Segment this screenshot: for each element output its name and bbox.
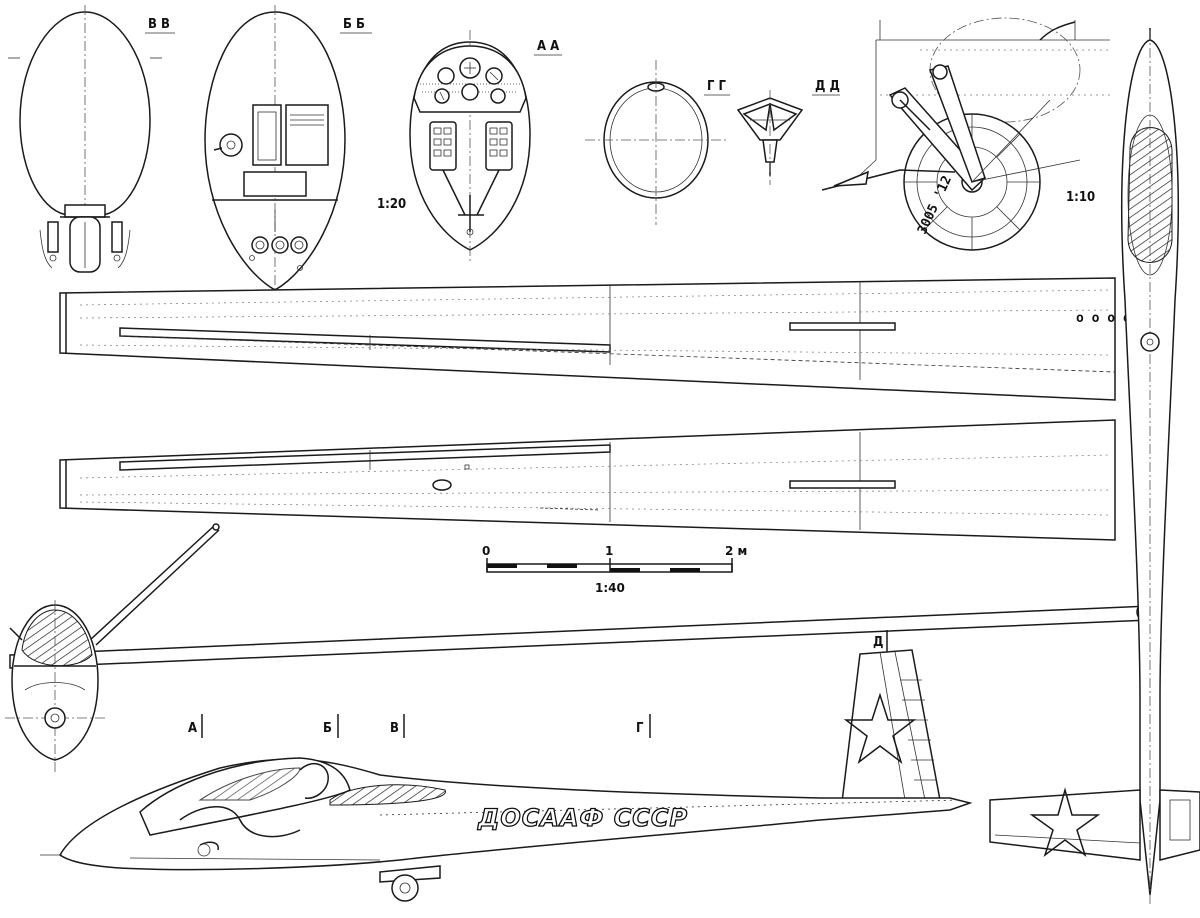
cut-mark-v: В: [390, 721, 399, 736]
scale-main: 1:40: [595, 581, 625, 595]
lower-wing-plan: [59, 419, 1116, 541]
scale-tick-1: 1: [605, 544, 613, 558]
side-view: ДОСААФ СССР: [40, 649, 973, 902]
cut-mark-d: Д: [873, 635, 883, 650]
front-view: [5, 523, 1156, 775]
section-bb-view: [204, 5, 346, 298]
section-label-vv: В В: [148, 17, 170, 32]
scale-bar: 0 1 2 м 1:40: [482, 544, 747, 595]
section-label-bb: Б Б: [343, 17, 365, 32]
scale-views: 1:20: [377, 197, 406, 212]
upper-wing-plan: o o o o o o: [59, 277, 1162, 401]
scale-tick-0: 0: [482, 544, 490, 558]
cut-mark-g: Г: [636, 721, 644, 736]
section-vv-view: [8, 5, 162, 273]
section-label-gg: Г Г: [707, 79, 727, 94]
section-label-dd: Д Д: [815, 79, 840, 94]
top-view: [989, 28, 1200, 905]
cut-mark-a: А: [188, 721, 197, 736]
fuselage-marking: ДОСААФ СССР: [477, 804, 688, 832]
section-gg-view: [585, 60, 728, 225]
wheel-detail-view: 3005 '12: [821, 17, 1110, 251]
scale-wheel: 1:10: [1066, 190, 1095, 205]
scale-tick-2: 2 м: [725, 544, 747, 558]
section-dd-view: [736, 90, 804, 185]
cut-mark-b: Б: [323, 721, 332, 736]
section-aa-view: [409, 30, 531, 262]
section-label-aa: А А: [537, 39, 559, 54]
